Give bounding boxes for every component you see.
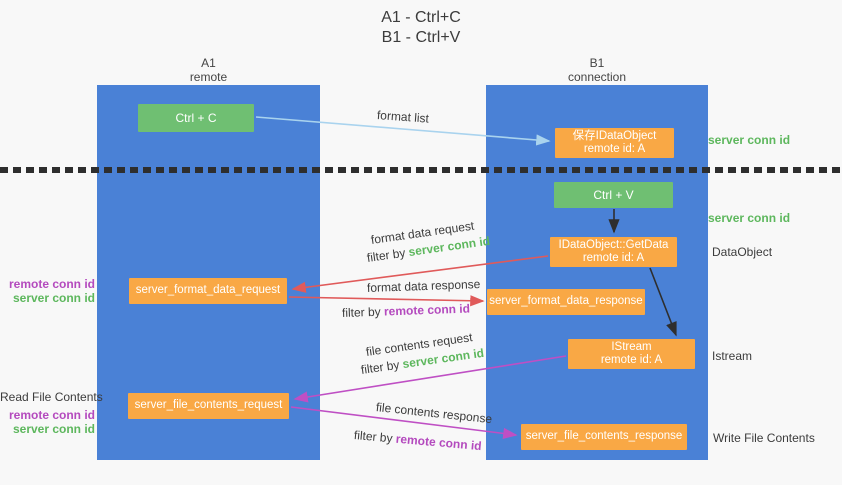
file-contents-response-label: file contents response xyxy=(375,400,493,427)
filter-by-text-3: filter by xyxy=(360,357,404,377)
file-response-label: server_file_contents_response xyxy=(525,430,683,443)
dashed-separator xyxy=(0,167,842,173)
title-line-2: B1 - Ctrl+V xyxy=(381,29,461,46)
format-response-label: server_format_data_response xyxy=(489,295,643,308)
ctrl-c-label: Ctrl + C xyxy=(175,111,217,125)
diagram-title: A1 - Ctrl+C B1 - Ctrl+V xyxy=(0,8,842,48)
filter-remote-conn-id-2: remote conn id xyxy=(395,431,483,454)
getdata-line1: IDataObject::GetData xyxy=(558,238,669,251)
format-data-response-label: format data response xyxy=(366,277,481,295)
istream-line1: IStream xyxy=(611,340,652,353)
server-conn-id-label-mid: server conn id xyxy=(708,211,791,225)
remote-conn-id-label-1: remote conn id xyxy=(8,277,95,291)
remote-conn-id-label-2: remote conn id xyxy=(8,408,95,422)
node-server-format-data-request: server_format_data_request xyxy=(129,278,287,304)
lane-a1-title: A1 xyxy=(201,56,216,70)
filter-by-text-2: filter by xyxy=(341,304,385,320)
istream-side-label: Istream xyxy=(712,349,753,363)
node-ctrl-c: Ctrl + C xyxy=(138,104,254,132)
lane-header-b1: B1 connection xyxy=(486,56,708,84)
server-conn-id-label-top: server conn id xyxy=(708,133,791,147)
format-request-label: server_format_data_request xyxy=(135,284,281,297)
filter-by-remote-conn-id-label-1: filter by remote conn id xyxy=(342,302,470,320)
filter-remote-conn-id-1: remote conn id xyxy=(383,301,471,319)
getdata-line2: remote id: A xyxy=(582,252,645,264)
file-request-label: server_file_contents_request xyxy=(134,399,283,412)
lane-b1-title: B1 xyxy=(589,56,605,70)
write-file-contents-label: Write File Contents xyxy=(713,431,815,445)
lane-a1-subtitle: remote xyxy=(189,70,228,84)
filter-by-text-4: filter by xyxy=(353,428,397,446)
ctrl-v-label: Ctrl + V xyxy=(593,188,634,202)
server-conn-id-label-2: server conn id xyxy=(12,422,95,436)
node-ctrl-v: Ctrl + V xyxy=(554,182,673,208)
lane-b1-subtitle: connection xyxy=(567,70,627,84)
format-list-label: format list xyxy=(376,108,430,126)
node-server-file-contents-response: server_file_contents_response xyxy=(521,424,687,450)
node-istream: IStream remote id: A xyxy=(568,339,695,369)
node-server-format-data-response: server_format_data_response xyxy=(487,289,645,315)
save-idataobject-line1: 保存IDataObject xyxy=(572,129,657,142)
istream-line2: remote id: A xyxy=(600,354,663,366)
lane-header-a1: A1 remote xyxy=(97,56,320,84)
server-conn-id-label-1: server conn id xyxy=(12,291,95,305)
node-idataobject-getdata: IDataObject::GetData remote id: A xyxy=(550,237,677,267)
save-idataobject-line2: remote id: A xyxy=(583,143,646,155)
title-line-1: A1 - Ctrl+C xyxy=(381,9,461,26)
filter-by-remote-conn-id-label-2: filter by remote conn id xyxy=(353,428,482,453)
node-server-file-contents-request: server_file_contents_request xyxy=(128,393,289,419)
filter-by-text-1: filter by xyxy=(366,245,410,265)
node-save-idataobject: 保存IDataObject remote id: A xyxy=(555,128,674,158)
read-file-contents-label: Read File Contents xyxy=(0,390,103,404)
dataobject-label: DataObject xyxy=(712,245,773,259)
